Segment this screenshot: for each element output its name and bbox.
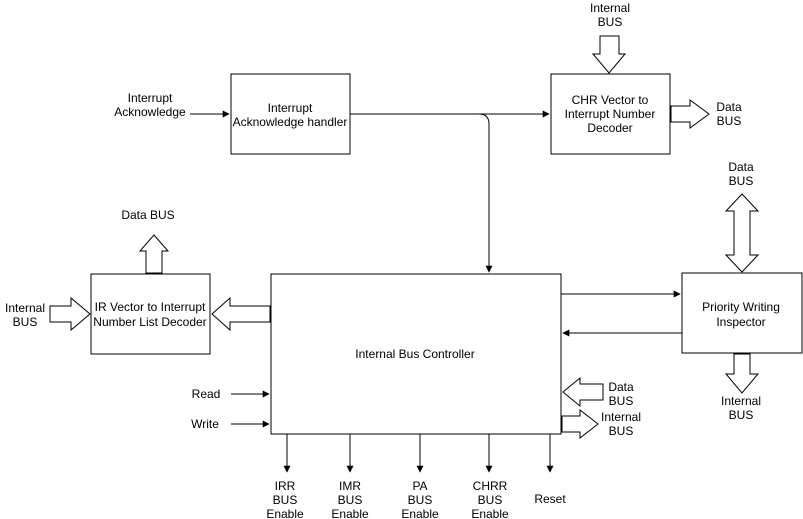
text-line: Data [728,160,754,174]
text-line: Enable [266,507,304,519]
text-line: BUS [478,493,503,507]
text-line: Read [192,387,221,401]
text-line: BUS [609,394,634,408]
text-line: Write [191,417,219,431]
text-line: PA [412,479,427,493]
chr-internal-bus-in-arrow [591,35,627,74]
ir-vector-decoder-block [90,273,211,355]
text-line: Acknowledge [114,105,186,119]
text-line: Number List Decoder [93,315,206,329]
inspector-internal-bus-out-arrow [724,353,760,394]
text-line: Internal Bus Controller [355,347,474,361]
text-line: Data [716,100,742,114]
inspector-data-bus-bidirectional-arrow [724,193,760,273]
controller-internal-bus-out-arrow [561,408,599,440]
text-line: Data [608,380,634,394]
text-line: IR Vector to Interrupt [95,300,206,314]
chr-data-bus-out-arrow [670,99,710,129]
text-line: BUS [609,424,634,438]
text-line: Interrupt [268,101,313,115]
text-line: Acknowledge handler [233,115,348,129]
text-line: Internal [5,301,45,315]
text-line: Data BUS [121,208,174,222]
text-line: IRR [275,479,296,493]
ir-data-bus-out-arrow [138,234,170,274]
reset-label: Reset [534,492,566,506]
text-line: CHR Vector to [572,93,649,107]
text-line: BUS [408,493,433,507]
interrupt-acknowledge-handler-block [230,73,351,155]
ir-internal-bus-in-arrow [49,296,91,332]
text-line: Internal [721,394,761,408]
text-line: Internal [590,1,630,15]
text-line: Inspector [716,315,765,329]
write-label: Write [191,417,219,431]
text-line: BUS [598,15,623,29]
text-line: BUS [273,493,298,507]
read-label: Read [192,387,221,401]
controller-to-ir-bus-arrow [211,296,271,332]
text-line: Decoder [587,121,632,135]
text-line: BUS [717,114,742,128]
chr-vector-decoder-block [550,73,671,155]
internal-bus-controller-text: Internal Bus Controller [355,347,474,361]
text-line: IMR [339,479,361,493]
internal-bus-controller-block [270,273,562,435]
text-line: Enable [401,507,439,519]
text-line: BUS [13,315,38,329]
text-line: Enable [471,507,509,519]
priority-writing-inspector-block [681,272,803,354]
text-line: BUS [729,174,754,188]
text-line: BUS [338,493,363,507]
text-line: Interrupt Number [565,107,656,121]
text-line: Enable [331,507,369,519]
text-line: Interrupt [128,91,173,105]
text-line: Reset [534,492,566,506]
text-line: CHRR [473,479,508,493]
text-line: BUS [729,408,754,422]
handler-to-controller-arrow [350,113,493,273]
ir-data-bus-label: Data BUS [121,208,174,222]
text-line: Internal [601,410,641,424]
controller-data-bus-in-arrow [562,376,604,408]
text-line: Priority Writing [702,300,780,314]
